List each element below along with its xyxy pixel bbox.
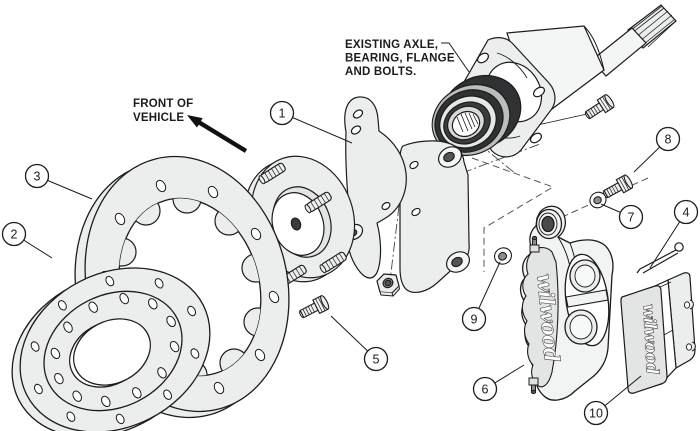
annotations: FRONT OF VEHICLE EXISTING AXLE, BEARING,… bbox=[1, 39, 699, 426]
callout-number-10: 10 bbox=[589, 406, 603, 420]
callout-leader-1 bbox=[281, 112, 353, 144]
callout-bubble-1 bbox=[269, 100, 295, 126]
callout-bubble-5 bbox=[363, 346, 389, 372]
callout-bubble-9 bbox=[461, 306, 487, 332]
callout-number-5: 5 bbox=[373, 352, 380, 366]
callout-bubble-4 bbox=[673, 199, 699, 225]
flat-washer-9 bbox=[493, 247, 513, 265]
bracket-bolt-5 bbox=[296, 294, 331, 323]
callout-bubble-7 bbox=[618, 204, 644, 230]
callout-bubble-6 bbox=[472, 376, 498, 402]
rotor-hat bbox=[11, 267, 211, 431]
cotter-pin bbox=[636, 242, 684, 274]
callout-number-6: 6 bbox=[482, 382, 489, 396]
callout-number-2: 2 bbox=[11, 227, 18, 241]
callout-number-7: 7 bbox=[628, 210, 635, 224]
front-of-vehicle-label: FRONT OF VEHICLE bbox=[133, 98, 197, 124]
callout-bubble-10 bbox=[583, 400, 609, 426]
hex-nut bbox=[376, 273, 401, 297]
brake-pads: wilwood bbox=[620, 272, 696, 394]
callout-number-4: 4 bbox=[683, 205, 690, 219]
existing-flange-bolt bbox=[581, 92, 617, 123]
flat-washer-7 bbox=[589, 191, 607, 209]
callout-group: 1 2 3 4 5 6 7 8 9 10 bbox=[1, 100, 699, 426]
callout-number-9: 9 bbox=[471, 312, 478, 326]
callout-number-3: 3 bbox=[34, 169, 41, 183]
bleed-screw-bottom bbox=[528, 377, 539, 395]
callout-bubble-3 bbox=[24, 163, 50, 189]
callout-number-1: 1 bbox=[279, 106, 286, 120]
front-of-vehicle-arrow bbox=[187, 115, 248, 153]
callout-bubble-8 bbox=[655, 126, 681, 152]
axle-assembly bbox=[431, 4, 677, 158]
pad-brand-script: wilwood bbox=[638, 303, 662, 375]
callout-bubble-2 bbox=[1, 221, 27, 247]
bleed-screw-top bbox=[529, 235, 540, 253]
existing-axle-label: EXISTING AXLE, BEARING, FLANGE AND BOLTS… bbox=[345, 39, 458, 78]
brake-caliper: wilwood bbox=[519, 205, 614, 401]
callout-number-8: 8 bbox=[665, 132, 672, 146]
